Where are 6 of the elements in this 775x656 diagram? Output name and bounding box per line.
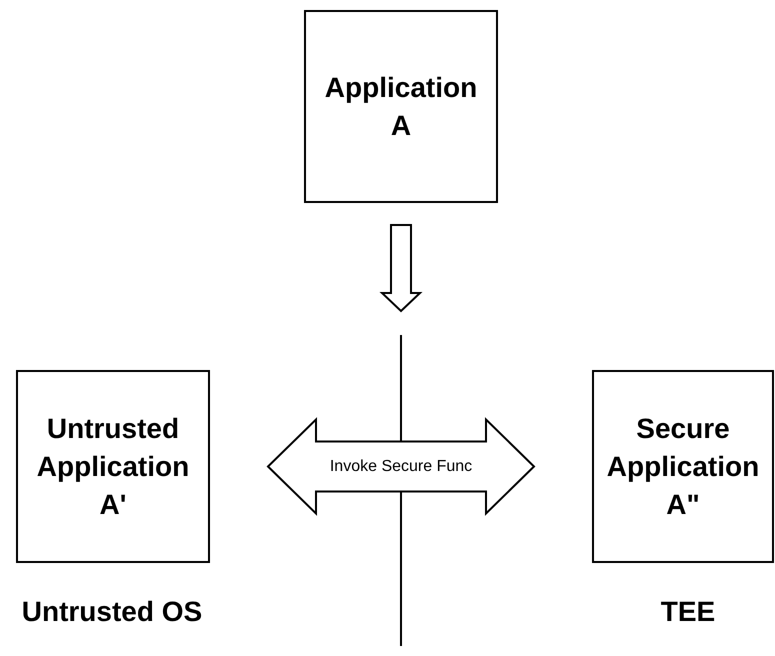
process-box: Secure Application A"	[592, 370, 774, 563]
process-box: Untrusted Application A'	[16, 370, 210, 563]
block-arrow	[380, 224, 422, 312]
section-label: TEE	[660, 596, 716, 628]
process-box: Application A	[304, 10, 498, 203]
section-label: Untrusted OS	[22, 596, 202, 628]
